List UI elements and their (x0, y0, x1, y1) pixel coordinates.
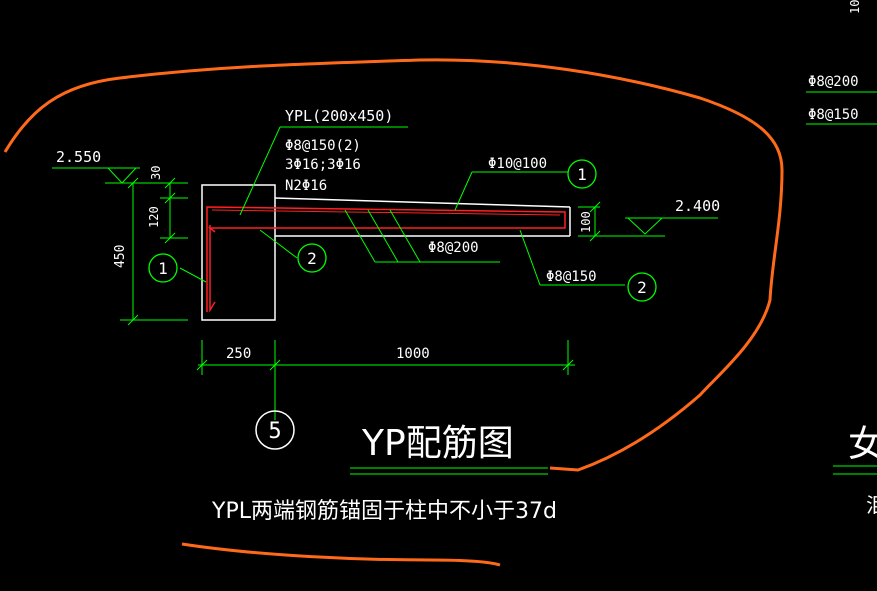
svg-text:2: 2 (637, 278, 647, 297)
edge-right-label-2: Φ8@150 (808, 107, 859, 123)
edge-right-title: 女 (848, 424, 877, 465)
svg-text:5: 5 (268, 419, 281, 444)
marker-2-left: 2 (297, 243, 327, 273)
stirrup-note: Φ8@150(2) (285, 138, 361, 154)
main-rebar (206, 206, 566, 312)
dim-120: 120 (147, 206, 161, 228)
svg-text:1: 1 (577, 165, 587, 184)
marker-1-right: 1 (567, 159, 597, 189)
svg-text:2: 2 (307, 249, 317, 268)
elevation-right: 2.400 (675, 197, 720, 215)
dim-250: 250 (226, 346, 251, 362)
slab-top-bar-label: Φ10@100 (488, 156, 547, 172)
anchorage-note: YPL两端钢筋锚固于柱中不小于37d (211, 499, 557, 524)
marker-1-left: 1 (148, 253, 178, 283)
dim-30: 30 (149, 166, 163, 180)
column-rebar-hook (209, 225, 216, 313)
dim-100: 100 (579, 211, 593, 233)
elevation-left: 2.550 (56, 148, 101, 166)
slab-dist-bar-label: Φ8@200 (428, 240, 479, 256)
main-bars-note: 3Φ16;3Φ16 (285, 157, 361, 173)
edge-right-small: 泪 (866, 493, 877, 517)
beam-label: YPL(200x450) (285, 107, 393, 125)
drawing-title: YP配筋图 (361, 423, 514, 464)
dim-1000: 1000 (396, 346, 430, 362)
axis-bubble-5: 5 (255, 410, 295, 450)
marker-2-right: 2 (627, 272, 657, 302)
top-bar (211, 209, 561, 216)
revision-cloud (3, 58, 784, 472)
svg-text:1: 1 (158, 259, 168, 278)
revision-cloud-bottom (181, 542, 501, 567)
slab-bottom-bar-label: Φ8@150 (546, 269, 597, 285)
dim-450: 450 (113, 245, 128, 268)
slab-top-edge (274, 197, 571, 208)
green-annotation-lines (52, 91, 877, 475)
edge-right-label-1: Φ8@200 (808, 74, 859, 90)
column-section (201, 184, 276, 321)
side-bars-note: N2Φ16 (285, 178, 327, 194)
edge-top-text: 10 (848, 0, 862, 14)
